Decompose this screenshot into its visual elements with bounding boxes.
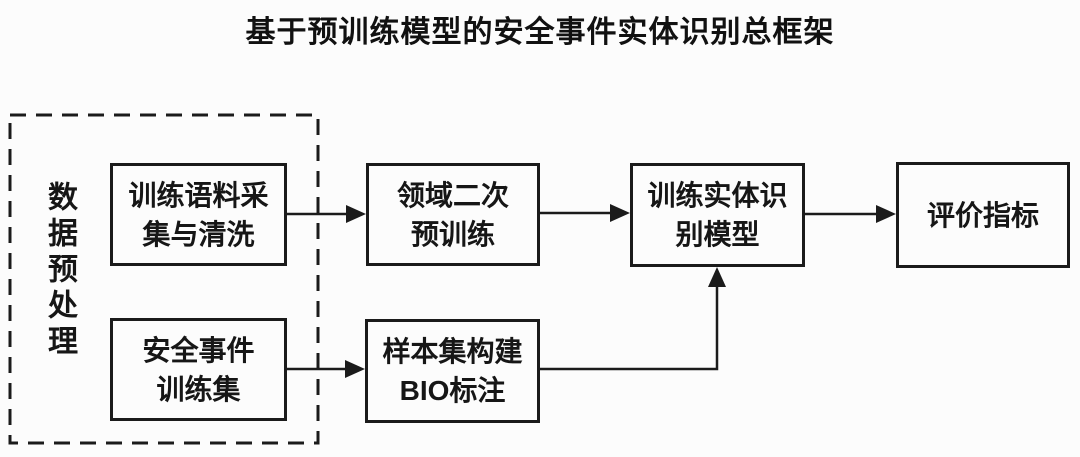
node-domain-pretraining-label: 领域二次 预训练 — [396, 179, 509, 250]
preprocessing-group-border — [8, 113, 320, 445]
arrow-trainset-to-bio — [287, 360, 365, 378]
node-security-event-trainset: 安全事件 训练集 — [110, 318, 287, 421]
node-domain-pretraining: 领域二次 预训练 — [366, 163, 540, 266]
preprocessing-group-label: 数据预处理 — [43, 181, 76, 361]
node-bio-annotation: 样本集构建 BIO标注 — [365, 319, 540, 423]
node-corpus-collection: 训练语料采 集与清洗 — [110, 163, 287, 266]
node-evaluation-metrics-label: 评价指标 — [926, 199, 1039, 231]
arrow-corpus-to-pretrain — [287, 205, 366, 223]
node-security-event-trainset-label: 安全事件 训练集 — [142, 334, 255, 405]
node-bio-annotation-label: 样本集构建 BIO标注 — [382, 336, 523, 406]
node-corpus-collection-label: 训练语料采 集与清洗 — [128, 179, 269, 250]
arrow-bio-to-train-model — [540, 267, 726, 371]
arrow-pretrain-to-train-model — [540, 204, 630, 222]
node-evaluation-metrics: 评价指标 — [896, 162, 1070, 268]
diagram-title: 基于预训练模型的安全事件实体识别总框架 — [245, 16, 835, 49]
node-train-entity-model: 训练实体识 别模型 — [630, 163, 805, 267]
arrow-train-model-to-metrics — [805, 205, 896, 223]
node-train-entity-model-label: 训练实体识 别模型 — [647, 180, 788, 250]
